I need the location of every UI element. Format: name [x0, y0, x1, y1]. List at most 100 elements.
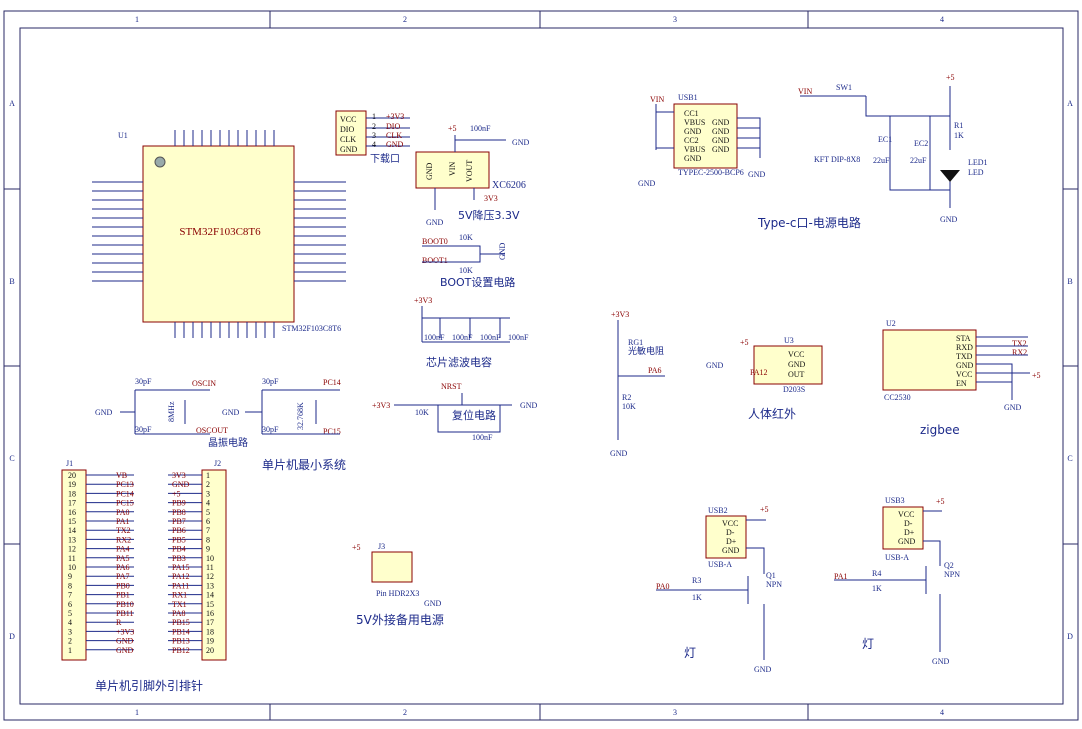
pin1-dot	[154, 156, 166, 168]
xt-c2: 30pF	[135, 425, 152, 434]
j2-rows-net: PB6	[172, 526, 186, 535]
dl-net-dio: DIO	[386, 122, 400, 131]
usb3-lamp: USB3 VCC D- D+ GND USB-A +5 R4 1K PA1 Q2…	[834, 496, 960, 666]
reset-title: 复位电路	[452, 408, 496, 422]
j2-rows-net: PB12	[172, 646, 190, 655]
usb2-p5: +5	[760, 505, 769, 514]
j1-rows-num: 8	[68, 581, 72, 590]
mcu-designator: U1	[118, 131, 128, 140]
dl-num-4: 4	[372, 140, 376, 149]
xt-c1: 30pF	[135, 377, 152, 386]
usb2-rv: 1K	[692, 593, 702, 602]
usb3-qt: NPN	[944, 570, 960, 579]
zone-labels: 1 2 3 4 1 2 3 4 A B C D A B C D	[4, 11, 1078, 720]
j2-rows-num: 16	[206, 609, 214, 618]
dl-pin-gnd: GND	[340, 145, 358, 154]
ldo-title: 5V降压3.3V	[458, 208, 520, 222]
zone-col-1: 1	[135, 15, 139, 24]
j2-rows-net: PA15	[172, 563, 190, 572]
j2-rows-num: 11	[206, 563, 214, 572]
j1-body	[61, 469, 87, 661]
sw-designator: SW1	[836, 83, 852, 92]
j1-rows-net: PA1	[116, 517, 130, 526]
usb1-r2: GND	[712, 136, 730, 145]
usb2-gnd: GND	[722, 546, 740, 555]
zigbee-u2: U2 STA RXD TXD GND VCC EN TX2 RX2 +5 GND…	[882, 319, 1041, 437]
j1-rows-net: PA5	[116, 554, 130, 563]
crystal-circuit: 30pF 30pF 30pF 30pF OSCIN OSCOUT PC14 PC…	[95, 377, 341, 449]
usb2-designator: USB2	[708, 506, 728, 515]
sw-r1: R1	[954, 121, 963, 130]
ldo-pin-gnd: GND	[425, 162, 434, 180]
j2-rows-net: PB8	[172, 508, 186, 517]
j1-rows-num: 14	[68, 526, 76, 535]
rg-desc: 光敏电阻	[628, 345, 664, 357]
usb1-part: TYPEC-2500-BCP6	[678, 168, 744, 177]
j3-body	[371, 551, 413, 583]
usb1-net-gnd1: GND	[638, 179, 656, 188]
boot1-net: BOOT1	[422, 256, 448, 265]
reset-label: NRST	[441, 382, 462, 391]
filter-title: 芯片滤波电容	[426, 355, 492, 369]
u2-pin-vcc: VCC	[956, 370, 972, 379]
xt-gnd1: GND	[95, 408, 113, 417]
xt-32k: 32.768K	[296, 402, 305, 430]
usb3-gnd: GND	[898, 537, 916, 546]
sw-led: LED1	[968, 158, 988, 167]
filter-c1: 100nF	[424, 333, 445, 342]
zone-row-c2: C	[1067, 454, 1072, 463]
j1-rows-num: 2	[68, 637, 72, 646]
usb1-l4: VBUS	[684, 145, 705, 154]
zone-col-1b: 1	[135, 708, 139, 717]
u3-pin-vcc: VCC	[788, 350, 804, 359]
mcu-name: STM32F103C8T6	[179, 226, 261, 238]
usb2-dp: D+	[726, 537, 737, 546]
usb3-p5: +5	[936, 497, 945, 506]
usb3-dm: D-	[904, 519, 913, 528]
u2-designator: U2	[886, 319, 896, 328]
ldo-xc6206: GND VIN VOUT +5 100nF 3V3 GND GND XC6206…	[415, 124, 530, 227]
u3-pin-gnd: GND	[788, 360, 806, 369]
ldo-pin-vin: VIN	[448, 162, 457, 176]
dl-pin-vcc: VCC	[340, 115, 356, 124]
j1-rows-net: PA0	[116, 508, 130, 517]
j1-rows-net: PC15	[116, 499, 134, 508]
j3-p5: +5	[352, 543, 361, 552]
j1-rows-num: 3	[68, 627, 72, 636]
usb3-vcc: VCC	[898, 510, 914, 519]
zone-row-c: C	[9, 454, 14, 463]
usb2-dm: D-	[726, 528, 735, 537]
header-j2: J2 13V32GND3+54PB95PB86PB77PB68PB59PB410…	[168, 459, 227, 661]
j1-rows-num: 15	[68, 517, 76, 526]
ldo-pin-vout: VOUT	[465, 160, 474, 182]
j2-rows-net: TX1	[172, 600, 187, 609]
j2-rows-num: 13	[206, 581, 214, 590]
j2-rows-num: 7	[206, 526, 210, 535]
xt-net-pc15: PC15	[323, 427, 341, 436]
j1-rows-num: 18	[68, 489, 76, 498]
rg-designator: RG1	[628, 338, 643, 347]
dl-pin-clk: CLK	[340, 135, 356, 144]
usb2-part: USB-A	[708, 560, 732, 569]
sw-cval1: 22uF	[873, 156, 890, 165]
j2-rows-net: 3V3	[172, 471, 186, 480]
boot-title: BOOT设置电路	[440, 276, 515, 289]
usb1-net-vin: VIN	[650, 95, 664, 104]
usb2-vcc: VCC	[722, 519, 738, 528]
boot-r2: 10K	[459, 266, 473, 275]
j2-rows-net: RX1	[172, 591, 187, 600]
reset-cap: 100nF	[472, 433, 493, 442]
rg-net: +3V3	[611, 310, 629, 319]
j2-rows-net: PB5	[172, 535, 186, 544]
usb2-r: R3	[692, 576, 701, 585]
xt-c4: 30pF	[262, 425, 279, 434]
j1-rows-num: 19	[68, 480, 76, 489]
mcu-title: 单片机最小系统	[262, 458, 346, 472]
ldo-body	[415, 151, 490, 189]
u2-body	[882, 329, 977, 391]
power-switch: VIN SW1 KFT DIP-8X8 EC1 EC2 22uF 22uF R1…	[757, 73, 988, 230]
u2-pin-txd: TXD	[956, 352, 973, 361]
usb1-designator: USB1	[678, 93, 698, 102]
j2-rows-num: 1	[206, 471, 210, 480]
j1-rows-net: PB0	[116, 581, 130, 590]
